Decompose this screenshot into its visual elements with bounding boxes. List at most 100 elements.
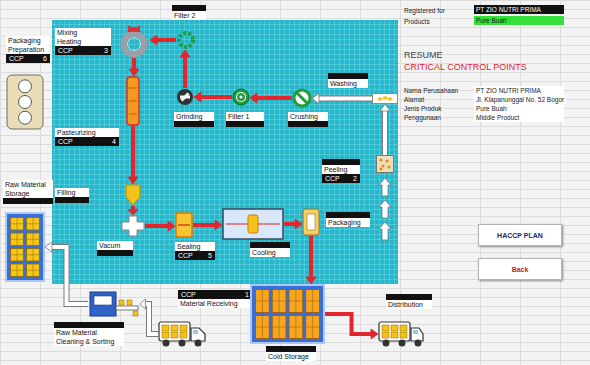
ccp-number: 3 [104, 46, 108, 55]
arrow-shaft [319, 97, 372, 101]
step-icon [378, 320, 424, 348]
step-icon [5, 212, 45, 282]
arrow-shaft [52, 247, 88, 304]
icon-part [90, 292, 116, 316]
info-text: Penggunaan [404, 113, 441, 122]
icon-part [240, 96, 243, 99]
step-icon [232, 88, 250, 106]
icon-part [387, 165, 390, 168]
step-label: Grinding [174, 112, 214, 127]
icon-part [306, 290, 320, 313]
icon-part [177, 89, 193, 105]
flow-arrow [380, 104, 390, 155]
process-step: Filter 2 [176, 30, 196, 50]
icon-part [307, 214, 315, 230]
step-label: Packaging [326, 212, 370, 227]
icon-part [27, 249, 40, 262]
step-caption: Packaging PreparationCCP6 [6, 36, 50, 63]
flow-arrow [194, 92, 232, 102]
icon-part [127, 77, 139, 125]
arrow-outline [145, 304, 158, 334]
icon-part [11, 233, 24, 246]
arrow-head [128, 177, 138, 184]
icon-part [11, 249, 24, 262]
button-label: Back [512, 266, 529, 273]
arrow-outline [52, 247, 88, 304]
icon-part [133, 311, 138, 316]
icon-part [382, 332, 389, 338]
icon-part [391, 325, 398, 331]
step-caption: Cooling [250, 242, 290, 257]
process-step: Filter 1 [232, 88, 250, 106]
step-icon [118, 26, 150, 58]
step-label: Cold Storage [266, 346, 316, 361]
icon-part [272, 316, 286, 339]
icon-part [399, 340, 406, 347]
icon-part [179, 33, 193, 47]
step-caption: Raw Material Storage [3, 180, 53, 204]
step-caption: Filter 1 [226, 112, 264, 127]
icon-part [6, 213, 44, 281]
arrow-shaft [201, 95, 232, 99]
step-label: Mixing [55, 28, 111, 37]
icon-part [191, 328, 205, 341]
flow-arrow [180, 50, 190, 88]
icon-part [178, 224, 190, 225]
ccp-number: 4 [112, 137, 116, 146]
arrow-shaft [325, 314, 371, 334]
up-arrow [379, 222, 391, 240]
step-label: Filling [55, 188, 89, 203]
step-label: Filter 2 [172, 5, 206, 20]
arrow-head [250, 93, 257, 103]
process-step: SealingCCP5 [175, 212, 193, 238]
arrow-head [215, 220, 222, 230]
ccp-number: 6 [43, 54, 47, 63]
step-icon [222, 208, 284, 240]
step-label: Cooling [250, 242, 290, 257]
icon-part [289, 290, 303, 313]
icon-part [382, 325, 389, 331]
icon-part [171, 325, 178, 331]
info-text: Middle Product [474, 113, 564, 122]
step-label: Material Receiving [178, 299, 252, 308]
step-caption: Filling [55, 188, 89, 203]
arrow-head [45, 242, 52, 252]
step-icon [176, 30, 196, 50]
step-icon [376, 155, 394, 173]
icon-part [124, 34, 145, 55]
icon-part [119, 300, 124, 305]
flow-arrow [193, 220, 222, 230]
step-icon [121, 215, 145, 237]
step-label: Heating [55, 37, 111, 46]
icon-part [256, 290, 270, 313]
step-label: Pasteurizing [55, 128, 119, 137]
icon-part [411, 328, 423, 341]
arrow-head [168, 221, 175, 231]
step-label: Vacum [97, 241, 133, 256]
step-label: Raw Material Cleaning & Sorting [54, 322, 124, 346]
flow-arrow [140, 299, 158, 334]
step-caption: Cold Storage [266, 346, 316, 361]
step-caption: Raw Material Cleaning & Sorting [54, 322, 124, 346]
process-step: Cooling [222, 208, 284, 240]
icon-part [272, 290, 286, 313]
icon-part [11, 264, 24, 277]
icon-part [400, 332, 407, 338]
step-caption: Washing [328, 73, 368, 88]
info-text: Pure Buah [474, 104, 564, 113]
info-text: PT ZIO NUTRI PRIMA [474, 5, 564, 14]
icon-part [27, 233, 40, 246]
icon-part [27, 233, 40, 246]
ccp-tag: CCP3 [55, 46, 111, 55]
step-label: Sealing [175, 242, 215, 251]
icon-part [237, 93, 246, 102]
menu-button: HACCP PLAN [478, 224, 562, 246]
process-step: Washing [372, 93, 398, 104]
step-icon [292, 88, 312, 108]
info-text: Jl. Klapanunggal No. 52 Bogor [474, 95, 566, 104]
icon-part [223, 209, 283, 239]
arrow-shaft [284, 222, 295, 226]
arrow-outline [382, 111, 388, 155]
arrow-shaft [157, 38, 176, 42]
icon-part [373, 94, 398, 104]
